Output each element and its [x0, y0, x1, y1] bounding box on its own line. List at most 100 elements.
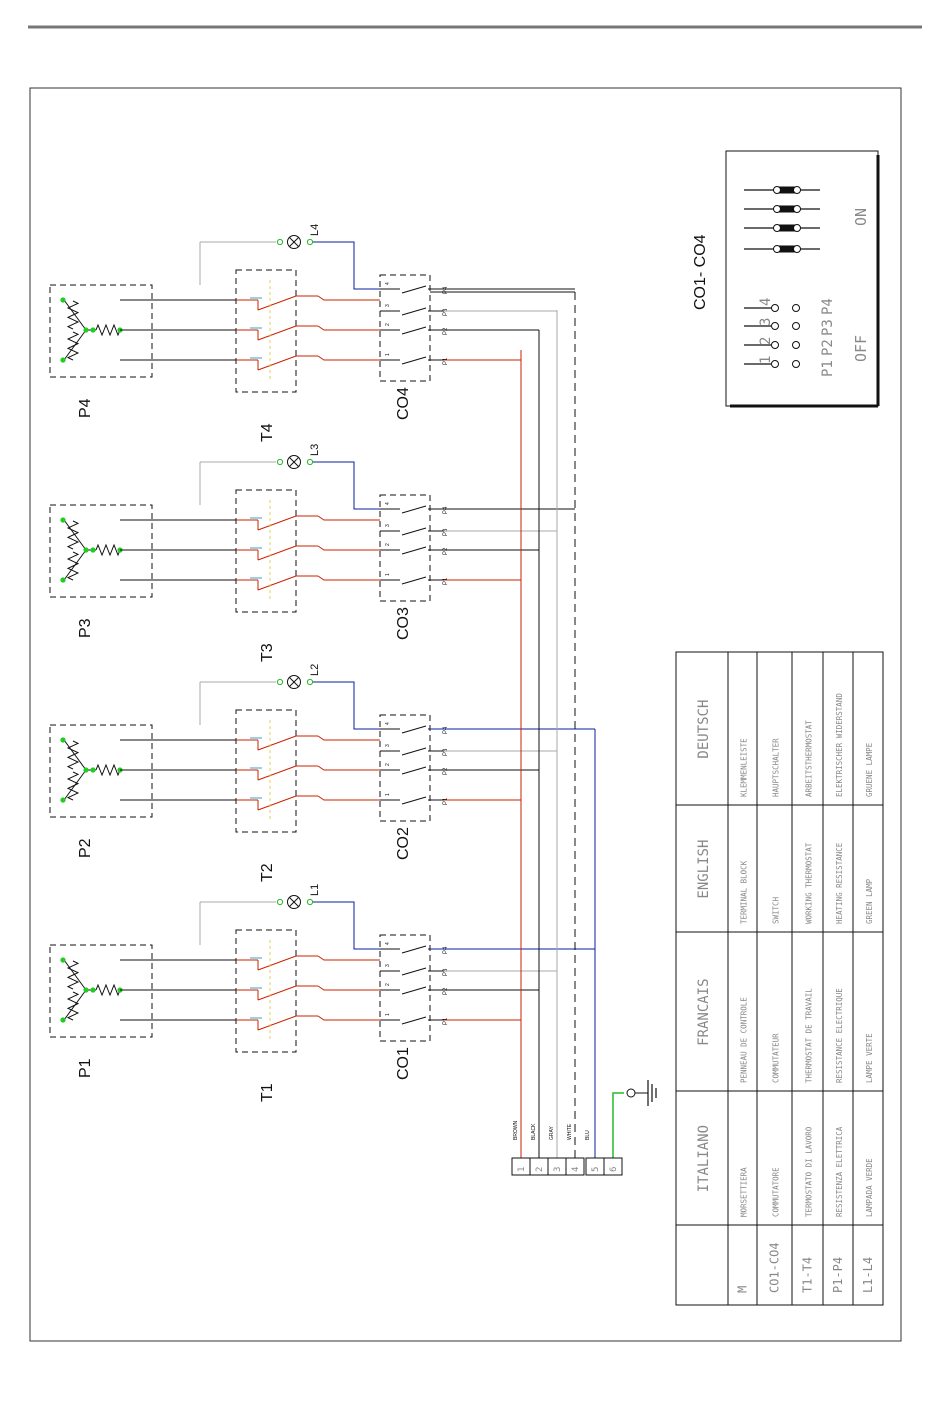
switch-contact [401, 986, 427, 995]
bus-layer [430, 288, 657, 1158]
lamp-blue-lead [313, 461, 380, 510]
table-value-cell: SWITCH [772, 896, 781, 924]
legend-off-dot [792, 322, 800, 330]
heater-label: P4 [77, 398, 94, 418]
thermostat-label-group: T4 [259, 423, 276, 442]
terminal-wire-color-label-group: BROWN [513, 1120, 519, 1140]
switch-contact-number-group: 1 [385, 573, 391, 576]
switch-label: CO2 [395, 827, 412, 860]
heater-coil-lower [66, 331, 80, 361]
terminal-number: 4 [571, 1167, 581, 1172]
thermostat-to-switch-wire [317, 515, 380, 521]
switch-contact-number: 1 [385, 573, 391, 576]
heater-label-group: P3 [77, 618, 94, 638]
table-value-cell-group: ARBEITSTHERMOSTAT [805, 720, 814, 797]
legend-off-dot [771, 322, 779, 330]
legend-contact-number-group: 3 [758, 318, 774, 326]
thermostat-to-switch-wire [317, 575, 380, 581]
switch-box [379, 934, 431, 1042]
switch-position-label-group: P4 [443, 506, 449, 514]
heater-label: P1 [77, 1058, 94, 1078]
table-value-cell-group: WORKING THERMOSTAT [805, 842, 814, 924]
heater-label: P3 [77, 618, 94, 638]
switch-contact-number-group: 3 [385, 964, 391, 967]
terminal-cell [603, 1157, 623, 1176]
switch-contact [401, 796, 427, 805]
terminal-wire-color-label: BLU [585, 1130, 591, 1140]
legend-title: CO1- CO4 [692, 234, 709, 310]
heater-terminal-dot [60, 797, 66, 803]
table-value-cell-group: KLEMMENLEISTE [740, 738, 749, 797]
heater-terminal-dot [90, 767, 96, 773]
thermostat-contact [257, 325, 297, 341]
legend-title-group: CO1- CO4 [692, 234, 709, 310]
switch-position-label-group: P1 [443, 357, 449, 365]
table-value-cell-group: TERMINAL BLOCK [740, 860, 749, 924]
legend-position-label-group: P4 [820, 298, 836, 315]
heater-star-link [63, 769, 87, 801]
table-value-cell-group: PENNEAU DE CONTROLE [740, 997, 749, 1083]
legend-off-label: OFF [852, 335, 870, 362]
heater-label: P2 [77, 838, 94, 858]
thermostat-contact [257, 515, 297, 531]
legend-on-dot [793, 224, 801, 232]
table-code-cell-group: L1-L4 [861, 1257, 875, 1293]
switch-position-label: P4 [443, 286, 449, 294]
thermostat-contact [257, 735, 297, 751]
table-code-cell-group: P1-P4 [831, 1257, 845, 1293]
terminal-wire-color-label-group: BLU [585, 1130, 591, 1140]
terminal-wire-color-label-group: BLACK [531, 1123, 537, 1140]
switch-contact-number-group: 2 [385, 983, 391, 986]
table-code-cell-group: M [736, 1286, 750, 1293]
heater-star-link [63, 959, 87, 991]
switch-position-label: P4 [443, 946, 449, 954]
switch-position-label: P1 [443, 357, 449, 365]
lamp-terminal-dot [306, 238, 314, 246]
ground-terminal [626, 1088, 636, 1098]
switch-contact [401, 307, 427, 316]
heater-terminal-dot [90, 987, 96, 993]
switch-contact [401, 747, 427, 756]
switch-contact-number: 4 [385, 942, 391, 945]
table-value-cell: MORSETTIERA [740, 1167, 749, 1217]
switch-position-label: P4 [443, 726, 449, 734]
terminal-number-group: 5 [591, 1167, 601, 1172]
lamp-label: L4 [309, 224, 321, 236]
thermostat-to-switch-wire [317, 1015, 380, 1021]
table-code-cell: CO1-CO4 [768, 1242, 782, 1293]
legend-on-dot [773, 205, 781, 213]
table-header-cell: FRANCAIS [696, 978, 712, 1045]
heater-terminal-dot [60, 357, 66, 363]
legend-position-label: P3 [820, 319, 836, 336]
heater-terminal-dot [83, 327, 89, 333]
table-header-cell-group: ENGLISH [696, 840, 712, 899]
switch-label: CO4 [395, 387, 412, 420]
lamp-terminal-dot [276, 678, 284, 686]
legend-off-dot [771, 341, 779, 349]
table-value-cell-group: TERMOSTATO DI LAVORO [805, 1126, 814, 1217]
table-value-cell: ARBEITSTHERMOSTAT [805, 720, 814, 797]
heater-label-group: P4 [77, 398, 94, 418]
table-value-cell-group: GREEN LAMP [865, 878, 874, 924]
legend-off-dot [792, 360, 800, 368]
lamp-body [287, 455, 301, 469]
legend-on-bridge [779, 245, 797, 253]
heater-box [49, 724, 153, 818]
heater-coil-lower [66, 991, 80, 1021]
switch-contact-number: 1 [385, 793, 391, 796]
table-header-cell-group: DEUTSCH [696, 700, 712, 759]
legend-on-label: ON [852, 208, 870, 226]
lamp-label-group: L2 [309, 664, 321, 676]
switch-position-label: P2 [443, 327, 449, 335]
lamp-body [287, 895, 301, 909]
terminal-number: 6 [609, 1167, 619, 1172]
table-value-cell-group: LAMPE VERTE [865, 1033, 874, 1083]
table-value-cell: GREEN LAMP [865, 878, 874, 924]
legend-on-dot [793, 245, 801, 253]
table-value-cell: TERMINAL BLOCK [740, 860, 749, 924]
lamp-cross [289, 457, 299, 467]
legend-off-label-group: OFF [852, 335, 870, 362]
lamp-label: L3 [309, 444, 321, 456]
